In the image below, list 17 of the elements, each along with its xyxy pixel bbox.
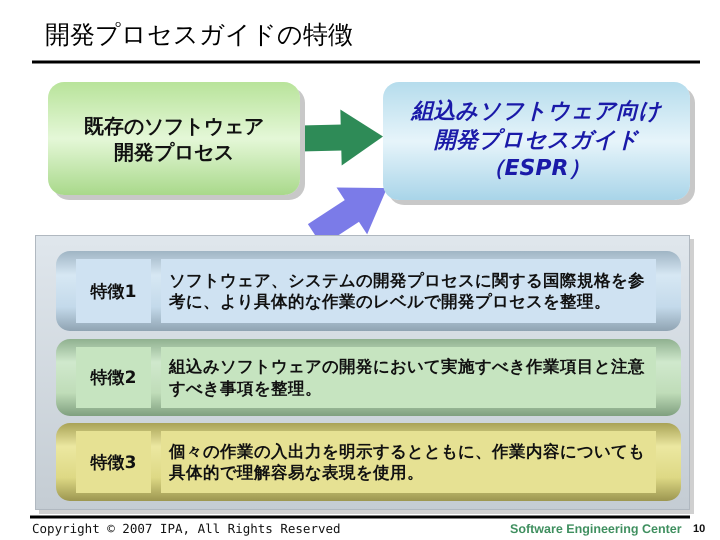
organization-name: Software Engineering Center bbox=[510, 522, 682, 536]
feature-description: 組込みソフトウェアの開発において実施すべき作業項目と注意すべき事項を整理。 bbox=[161, 347, 656, 408]
slide-title: 開発プロセスガイドの特徴 bbox=[45, 19, 353, 51]
feature-band bbox=[56, 251, 681, 331]
feature-band bbox=[56, 339, 681, 416]
box-text: 組込みソフトウェア向け開発プロセスガイド（ESPR） bbox=[410, 98, 663, 184]
feature-description: ソフトウェア、システムの開発プロセスに関する国際規格を参考に、より具体的な作業のレベルで開発プロセスを整理。 bbox=[161, 259, 656, 323]
feature-label: 特徴2 bbox=[76, 347, 151, 408]
feature-band bbox=[56, 423, 681, 501]
copyright-text: Copyright © 2007 IPA, All Rights Reserved bbox=[32, 521, 341, 536]
page-number: 10 bbox=[693, 523, 706, 535]
feature-description: 個々の作業の入出力を明示するとともに、作業内容についても具体的で理解容易な表現を使用。 bbox=[161, 431, 656, 493]
feature-label: 特徴1 bbox=[76, 259, 151, 323]
process-box bbox=[48, 82, 300, 195]
feature-label: 特徴3 bbox=[76, 431, 151, 493]
process-box bbox=[383, 82, 690, 200]
box-text: 既存のソフトウェア開発プロセス bbox=[83, 112, 265, 164]
